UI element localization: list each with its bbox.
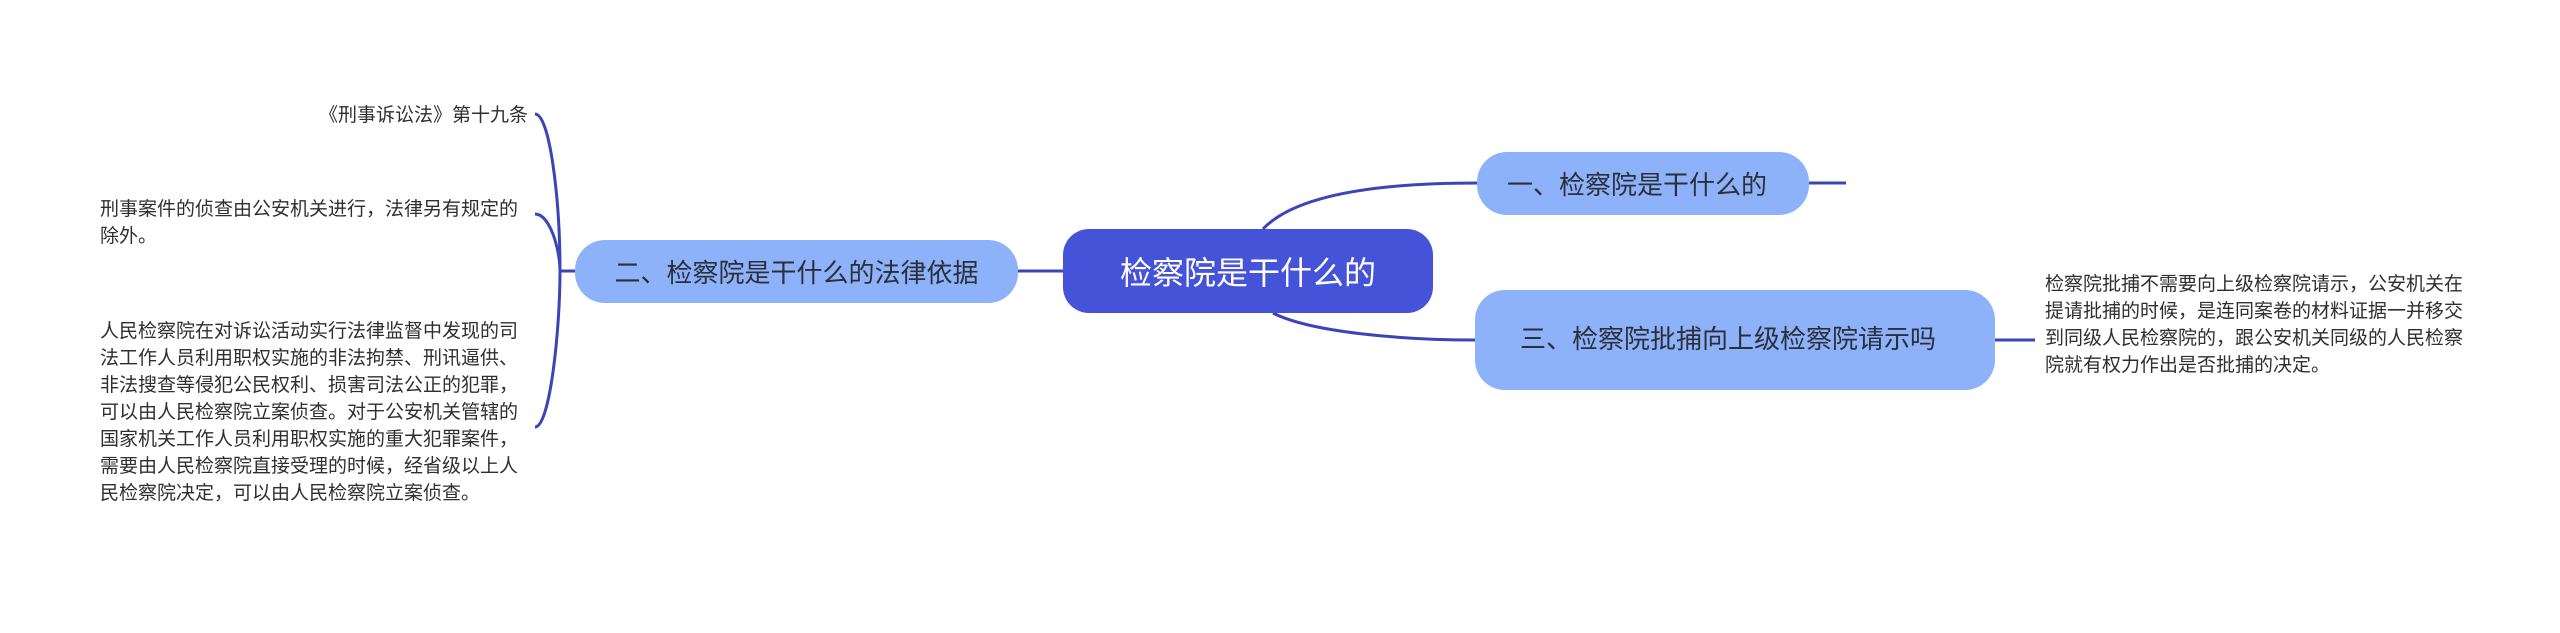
connector-root-branch-1 [1261,181,1478,231]
branch-label-1: 一、检察院是干什么的 [1507,171,1768,201]
leaf-law-reference[interactable]: 《刑事诉讼法》第十九条 [318,104,528,126]
leaf-clause-2[interactable]: 人民检察院在对诉讼活动实行法律监督中发现的司法工作人员利用职权实施的非法拘禁、刑… [100,320,519,504]
root-label: 检察院是干什么的 [1119,254,1376,292]
connector-branch-2-bracket [534,112,575,429]
connector-root-branch-3 [1272,311,1476,342]
branch-label-2: 二、检察院是干什么的法律依据 [614,259,979,289]
root-node[interactable]: 检察院是干什么的 [1063,229,1433,313]
leaf-clause-1[interactable]: 刑事案件的侦查由公安机关进行，法律另有规定的除外。 [100,198,519,247]
branch-label-3: 三、检察院批捕向上级检察院请示吗 [1520,325,1937,355]
branch-node-3[interactable]: 三、检察院批捕向上级检察院请示吗 [1475,290,1995,390]
leaf-approval-answer[interactable]: 检察院批捕不需要向上级检察院请示，公安机关在提请批捕的时候，是连同案卷的材料证据… [2045,273,2464,376]
branch-node-2[interactable]: 二、检察院是干什么的法律依据 [575,240,1018,303]
branch-node-1[interactable]: 一、检察院是干什么的 [1477,152,1809,215]
